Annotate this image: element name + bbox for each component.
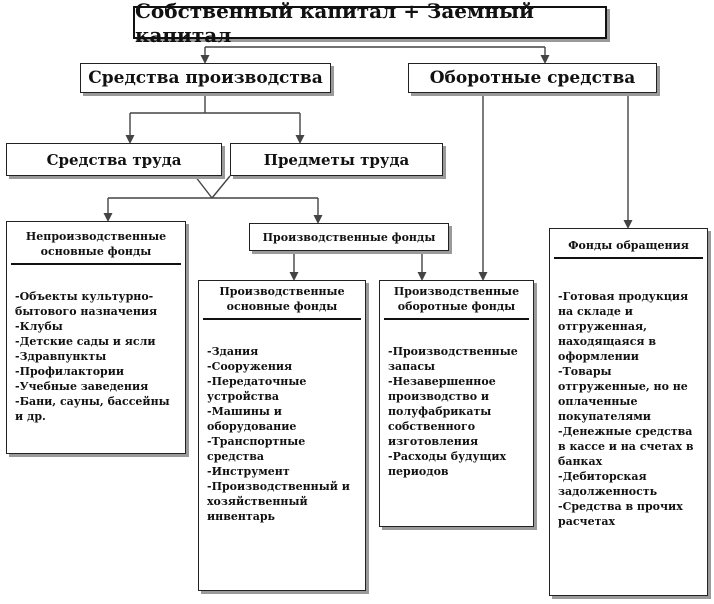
card-title: Производственные оборотные фонды	[393, 285, 520, 313]
card-title: Непроизводственные основные фонды	[25, 230, 167, 258]
title-divider	[11, 262, 181, 265]
item-list: -Производственные запасы -Незавершенное …	[380, 320, 533, 479]
list-item: -Расходы будущих периодов	[388, 449, 507, 478]
list-item: -Клубы	[15, 319, 63, 333]
list-item: -Денежные средства в кассе и на счетах в…	[558, 424, 694, 468]
list-item: -Товары отгруженные, но не оплаченные по…	[558, 364, 688, 423]
production-fixed-funds-card: Производственные основные фонды -Здания …	[198, 280, 366, 591]
card-title: Производственные основные фонды	[219, 285, 345, 313]
card-title: Фонды обращения	[568, 239, 689, 252]
list-item: -Производственный и хозяйственный инвент…	[207, 479, 350, 523]
list-item: -Профилактории	[15, 364, 125, 378]
labor-means-box: Средства труда	[6, 143, 222, 176]
list-item: -Здравпункты	[15, 349, 107, 363]
production-current-funds-card: Производственные оборотные фонды -Произв…	[379, 280, 534, 527]
list-item: -Машины и оборудование	[207, 404, 297, 433]
connector-merge-right	[211, 175, 231, 199]
working-capital-box: Оборотные средства	[408, 63, 657, 93]
list-item: -Транспортные средства	[207, 434, 306, 463]
list-item: -Средства в прочих расчетах	[558, 499, 683, 528]
labor-objects-box: Предметы труда	[230, 143, 443, 176]
list-item: -Передаточные устройства	[207, 374, 307, 403]
item-list: -Здания -Сооружения -Передаточные устрой…	[199, 320, 365, 524]
list-item: -Производственные запасы	[388, 344, 518, 373]
list-item: -Незавершенное производство и полуфабрик…	[388, 374, 496, 448]
list-item: -Учебные заведения	[15, 379, 149, 393]
title-divider	[384, 317, 529, 320]
title-divider	[554, 256, 703, 259]
list-item: -Сооружения	[207, 359, 293, 373]
circulation-funds-card: Фонды обращения -Готовая продукция на ск…	[549, 228, 708, 596]
item-list: -Готовая продукция на складе и отгруженн…	[550, 259, 707, 529]
list-item: -Объекты культурно-бытового назначения	[15, 289, 158, 318]
connector-merge-left	[194, 175, 213, 199]
equity-debt-capital-box: Собственный капитал + Заемный капитал	[133, 0, 607, 47]
list-item: -Детские сады и ясли	[15, 334, 156, 348]
nonproduction-fixed-funds-card: Непроизводственные основные фонды -Объек…	[6, 221, 186, 454]
list-item: -Бани, сауны, бассейны и др.	[15, 394, 170, 423]
production-funds-box: Производственные фонды	[249, 223, 449, 251]
list-item: -Инструмент	[207, 464, 290, 478]
production-means-box: Средства производства	[80, 63, 331, 93]
title-divider	[203, 317, 361, 320]
list-item: -Дебиторская задолженность	[558, 469, 658, 498]
item-list: -Объекты культурно-бытового назначения -…	[7, 265, 185, 424]
list-item: -Здания	[207, 344, 259, 358]
list-item: -Готовая продукция на складе и отгруженн…	[558, 289, 689, 363]
